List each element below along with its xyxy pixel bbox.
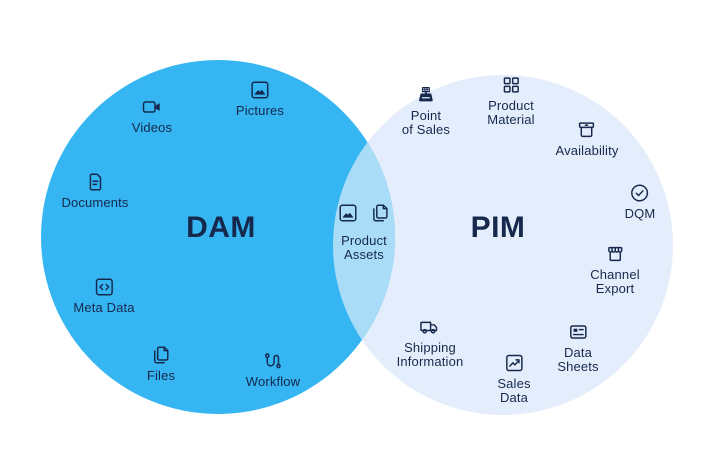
archive-box-icon xyxy=(576,119,598,141)
item-label: Product Assets xyxy=(341,233,387,262)
item-label: DQM xyxy=(624,206,656,221)
route-icon xyxy=(262,350,284,372)
pim-item-data-sheets: Data Sheets xyxy=(557,321,599,374)
pim-item-availability: Availability xyxy=(556,119,619,158)
pim-title: PIM xyxy=(470,211,526,244)
truck-icon xyxy=(418,316,442,338)
code-brackets-icon xyxy=(93,276,115,298)
pim-item-sales-data: Sales Data xyxy=(497,352,530,405)
product-assets-icons xyxy=(337,202,391,224)
item-label: Product Material xyxy=(487,98,535,127)
item-label: Point of Sales xyxy=(401,108,451,137)
dam-circle xyxy=(41,60,395,414)
item-label: Shipping Information xyxy=(396,340,464,369)
pim-item-product-material: Product Material xyxy=(487,74,535,127)
document-icon xyxy=(84,171,106,193)
pim-item-shipping-information: Shipping Information xyxy=(397,316,464,369)
item-label: Sales Data xyxy=(497,376,531,405)
storefront-icon xyxy=(604,243,626,265)
dam-item-documents: Documents xyxy=(61,171,128,210)
dam-item-files: Files xyxy=(147,344,175,383)
item-label: Data Sheets xyxy=(557,345,599,374)
pim-item-dqm: DQM xyxy=(625,182,656,221)
copies-icon xyxy=(150,344,172,366)
item-label: Pictures xyxy=(235,103,285,118)
item-label: Availability xyxy=(555,143,619,158)
item-label: Channel Export xyxy=(590,267,640,296)
item-label: Videos xyxy=(131,120,173,135)
dam-title: DAM xyxy=(186,211,256,244)
item-label: Files xyxy=(146,368,176,383)
trending-chart-icon xyxy=(503,352,525,374)
dam-item-videos: Videos xyxy=(132,96,172,135)
dam-item-meta-data: Meta Data xyxy=(73,276,135,315)
item-label: Meta Data xyxy=(73,300,135,315)
item-label: Workflow xyxy=(245,374,301,389)
copies-icon xyxy=(369,202,391,224)
item-label: Documents xyxy=(61,195,129,210)
cash-register-icon xyxy=(415,84,437,106)
video-camera-icon xyxy=(141,96,163,118)
pim-item-channel-export: Channel Export xyxy=(590,243,640,296)
pim-item-point-of-sales: Point of Sales xyxy=(402,84,450,137)
dam-item-pictures: Pictures xyxy=(236,79,284,118)
four-squares-icon xyxy=(500,74,522,96)
dam-item-workflow: Workflow xyxy=(246,350,300,389)
data-sheet-icon xyxy=(567,321,589,343)
picture-icon xyxy=(337,202,359,224)
picture-icon xyxy=(249,79,271,101)
check-circle-icon xyxy=(629,182,651,204)
overlap-item-product-assets: Product Assets xyxy=(337,202,391,262)
